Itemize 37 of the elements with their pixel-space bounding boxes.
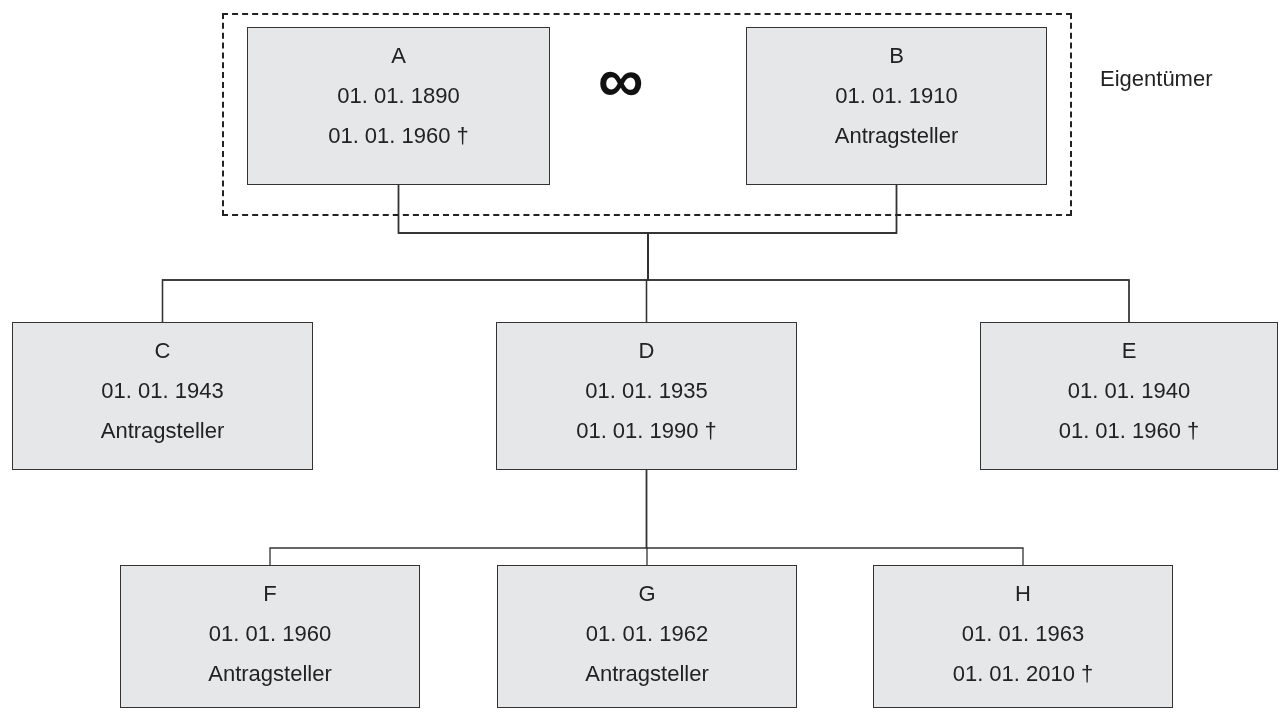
person-detail: 01. 01. 1960 [208,620,332,648]
person-name: B [889,42,904,70]
person-box [12,322,313,470]
person-detail: 01. 01. 1963 [961,620,1085,648]
person-box [497,565,797,708]
group-label: Eigentümer [1100,66,1213,92]
person-box [746,27,1047,185]
person-box [247,27,550,185]
person-detail: 01. 01. 1940 [1067,377,1191,405]
person-detail: Antragsteller [585,660,709,688]
person-detail: 01. 01. 1960 † [1058,417,1200,445]
person-box [980,322,1278,470]
person-name: D [638,337,655,365]
person-name: G [638,580,656,608]
person-box [873,565,1173,708]
person-name: C [154,337,171,365]
person-detail: 01. 01. 1962 [585,620,709,648]
person-name: E [1121,337,1137,365]
person-detail: Antragsteller [100,417,225,445]
person-box [120,565,420,708]
person-detail: Antragsteller [208,660,332,688]
person-name: A [391,42,406,70]
person-detail: Antragsteller [834,122,959,150]
person-detail: 01. 01. 1990 † [576,417,717,445]
person-detail: 01. 01. 1910 [835,82,958,110]
dashed-group-frame [222,13,1072,216]
person-detail: 01. 01. 1943 [101,377,224,405]
connector-line [647,184,1130,323]
person-name: H [1015,580,1031,608]
person-detail: 01. 01. 1935 [585,377,708,405]
person-detail: 01. 01. 1960 † [328,122,469,150]
person-detail: 01. 01. 2010 † [952,660,1094,688]
person-name: F [263,580,277,608]
person-detail: 01. 01. 1890 [337,82,460,110]
connector-line [645,469,1024,566]
marriage-symbol: ∞ [598,48,644,112]
person-box [496,322,797,470]
